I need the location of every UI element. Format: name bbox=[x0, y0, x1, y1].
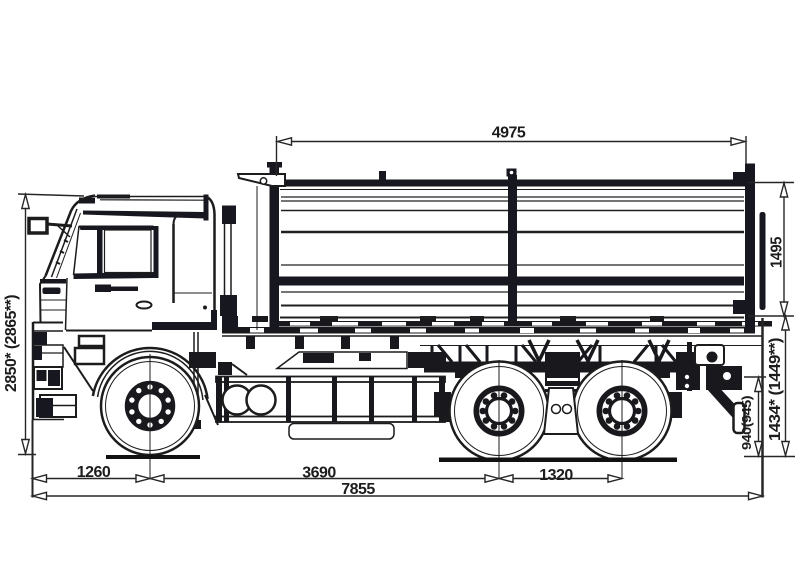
svg-text:1260: 1260 bbox=[77, 464, 111, 481]
svg-text:1495: 1495 bbox=[769, 236, 786, 268]
svg-text:4975: 4975 bbox=[492, 125, 526, 142]
svg-text:2850* (2865**): 2850* (2865**) bbox=[3, 295, 20, 392]
svg-text:3690: 3690 bbox=[302, 465, 336, 482]
svg-text:1434* (1449**): 1434* (1449**) bbox=[767, 338, 784, 441]
svg-text:7855: 7855 bbox=[341, 481, 375, 498]
svg-text:1320: 1320 bbox=[539, 467, 573, 484]
svg-text:940(945): 940(945) bbox=[740, 396, 754, 450]
